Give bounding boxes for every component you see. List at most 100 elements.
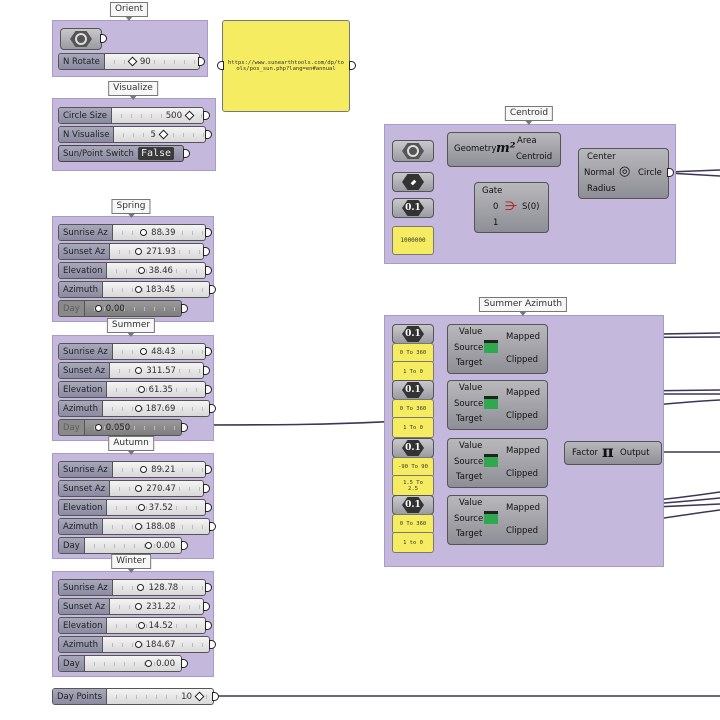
elevation-output-port[interactable] xyxy=(205,621,212,630)
day-output-port[interactable] xyxy=(181,659,188,668)
sunrise-az-output-port[interactable] xyxy=(205,228,212,237)
slider-grip-icon[interactable] xyxy=(135,367,143,374)
target-domain-panel[interactable]: 1 to 0 xyxy=(392,532,434,553)
day-points-slider[interactable]: Day Points 10 xyxy=(52,688,214,705)
sun-point-switch-toggle[interactable]: Sun/Point Switch False xyxy=(58,145,184,162)
slider-grip-icon[interactable] xyxy=(145,660,153,667)
day-points-track[interactable]: 10 xyxy=(107,689,213,704)
elevation-track[interactable]: 61.35 xyxy=(107,382,205,397)
circle-cnr-component[interactable]: Center Normal Radius ◎ Circle xyxy=(578,148,669,199)
slider-grip-icon[interactable] xyxy=(137,386,145,393)
sunrise-az-track[interactable]: 89.21 xyxy=(112,462,205,477)
number-param[interactable]: 0.1 xyxy=(392,198,434,218)
elevation-track[interactable]: 14.52 xyxy=(107,618,205,633)
target-domain-panel[interactable]: 1 To 0 xyxy=(392,417,434,438)
source-domain-panel[interactable]: 0 To 360 xyxy=(392,343,434,363)
url-panel-input-port[interactable] xyxy=(217,61,224,70)
slider-grip-icon[interactable] xyxy=(134,523,142,530)
slider-grip-icon[interactable] xyxy=(94,424,102,431)
sunrise-az-output-port[interactable] xyxy=(205,465,212,474)
slider-grip-icon[interactable] xyxy=(127,56,138,67)
elevation-output-port[interactable] xyxy=(205,503,212,512)
azimuth-track[interactable]: 187.69 xyxy=(103,401,209,416)
azimuth-output-port[interactable] xyxy=(209,640,216,649)
circle-output-port[interactable] xyxy=(667,168,674,177)
source-domain-panel[interactable]: -90 To 90 xyxy=(392,457,434,477)
sun-point-switch-output-port[interactable] xyxy=(183,149,190,158)
day-track[interactable]: 0.00 xyxy=(84,301,181,316)
day-output-port[interactable] xyxy=(181,541,188,550)
sunset-az-output-port[interactable] xyxy=(203,366,210,375)
number-param[interactable]: 0.1 xyxy=(392,324,434,344)
slider-grip-icon[interactable] xyxy=(194,691,205,702)
azimuth-track[interactable]: 183.45 xyxy=(103,282,209,297)
slider-grip-icon[interactable] xyxy=(184,110,195,121)
n-visualise-track[interactable]: 5 xyxy=(114,127,205,142)
slider-grip-icon[interactable] xyxy=(145,542,153,549)
target-domain-panel[interactable]: 1.5 To 2.5 xyxy=(392,475,434,496)
centroid-geometry-param[interactable] xyxy=(392,140,434,162)
sunset-az-track[interactable]: 231.22 xyxy=(110,599,203,614)
source-domain-panel[interactable]: 0 To 360 xyxy=(392,399,434,419)
value-panel[interactable]: 1000000 xyxy=(392,226,434,255)
elevation-output-port[interactable] xyxy=(205,266,212,275)
gate-component[interactable]: Gate 0 1 ⋺ S(0) xyxy=(474,182,549,233)
azimuth-track[interactable]: 188.08 xyxy=(103,519,209,534)
slider-grip-icon[interactable] xyxy=(137,622,145,629)
azimuth-output-port[interactable] xyxy=(209,522,216,531)
url-panel-output-port[interactable] xyxy=(349,61,356,70)
sunrise-az-track[interactable]: 48.43 xyxy=(112,344,205,359)
elevation-output-port[interactable] xyxy=(205,385,212,394)
circle-size-slider[interactable]: Circle Size 500 xyxy=(58,107,204,124)
slider-grip-icon[interactable] xyxy=(137,267,145,274)
orient-geometry-param[interactable] xyxy=(60,28,102,50)
sunrise-az-track[interactable]: 88.39 xyxy=(112,225,205,240)
sun-point-switch-value[interactable]: False xyxy=(137,147,175,160)
day-output-port[interactable] xyxy=(181,423,188,432)
n-rotate-slider[interactable]: N Rotate 90 xyxy=(58,53,200,70)
n-visualise-slider[interactable]: N Visualise 5 xyxy=(58,126,206,143)
day-track[interactable]: 0.00 xyxy=(84,656,181,671)
number-param[interactable]: 0.1 xyxy=(392,380,434,400)
day-output-port[interactable] xyxy=(181,304,188,313)
pi-component[interactable]: Factor π Output xyxy=(564,441,662,465)
sunset-az-output-port[interactable] xyxy=(203,484,210,493)
elevation-track[interactable]: 37.52 xyxy=(107,500,205,515)
sunset-az-track[interactable]: 311.57 xyxy=(110,363,203,378)
n-rotate-output-port[interactable] xyxy=(198,57,205,66)
slider-grip-icon[interactable] xyxy=(137,584,145,591)
n-rotate-track[interactable]: 90 xyxy=(104,54,199,69)
url-panel[interactable]: https://www.sunearthtools.com/dp/tools/p… xyxy=(222,20,350,112)
slider-grip-icon[interactable] xyxy=(135,248,143,255)
slider-grip-icon[interactable] xyxy=(140,466,148,473)
azimuth-output-port[interactable] xyxy=(209,404,216,413)
slider-grip-icon[interactable] xyxy=(134,286,142,293)
number-param[interactable]: 0.1 xyxy=(392,438,434,458)
slider-grip-icon[interactable] xyxy=(137,504,145,511)
elevation-track[interactable]: 38.46 xyxy=(107,263,205,278)
slider-grip-icon[interactable] xyxy=(158,129,169,140)
day-track[interactable]: 0.00 xyxy=(84,538,181,553)
azimuth-output-port[interactable] xyxy=(209,285,216,294)
slider-grip-icon[interactable] xyxy=(140,348,148,355)
